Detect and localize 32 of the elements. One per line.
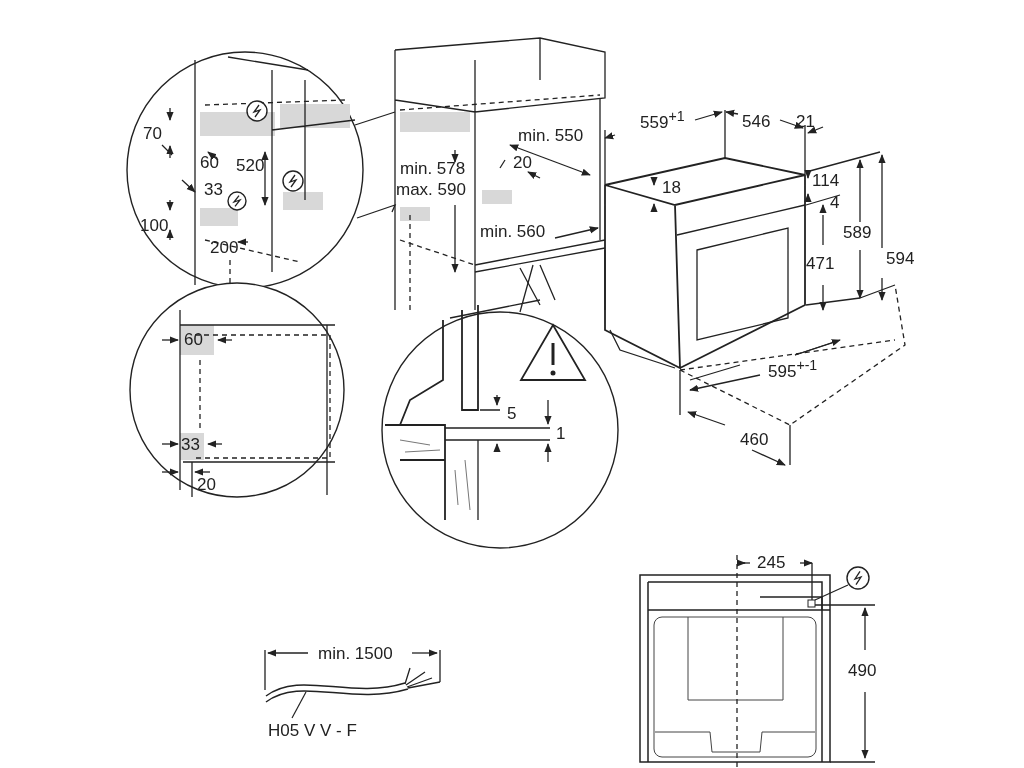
- dimension-label: 60: [200, 154, 219, 172]
- dimension-label: 200: [210, 239, 239, 257]
- dimension-label: 1: [556, 425, 566, 443]
- dimension-label: 18: [662, 179, 681, 197]
- dimension-label: 60: [184, 331, 203, 349]
- dimension-label: 490: [848, 662, 877, 680]
- dimension-label: min. 560: [480, 223, 546, 241]
- cable-drawing: [265, 667, 441, 703]
- dimension-label: 20: [513, 154, 532, 172]
- leader-line: [291, 691, 307, 719]
- dimension-label: 559$^{+1}$: [640, 107, 685, 132]
- dimension-label: 20: [197, 476, 216, 494]
- dimension-label: 100: [140, 217, 169, 235]
- dimension-label: 5: [507, 405, 517, 423]
- dimension-label: min. 1500: [318, 645, 393, 663]
- dimension-label: 546: [742, 113, 771, 131]
- dimension-label: 595$^{+-1}$: [768, 356, 818, 381]
- cable-type-label: H05 V V - F: [268, 722, 357, 740]
- dimension-label: 471: [806, 255, 835, 273]
- dimension-label: 245: [757, 554, 786, 572]
- dimension-label: min. 578: [400, 160, 466, 178]
- dimension-label: 460: [740, 431, 769, 449]
- dimension-label: 594: [886, 250, 915, 268]
- dimension-label: 520: [236, 157, 265, 175]
- dimension-label: 589: [843, 224, 872, 242]
- dimension-label: 4: [830, 194, 840, 212]
- dimension-label: 114: [812, 172, 840, 190]
- dimension-label: 33: [181, 436, 200, 454]
- dimension-label: 70: [143, 125, 162, 143]
- dimension-label: 33: [204, 181, 223, 199]
- dimension-label: min. 550: [518, 127, 584, 145]
- dimension-label: max. 590: [396, 181, 466, 199]
